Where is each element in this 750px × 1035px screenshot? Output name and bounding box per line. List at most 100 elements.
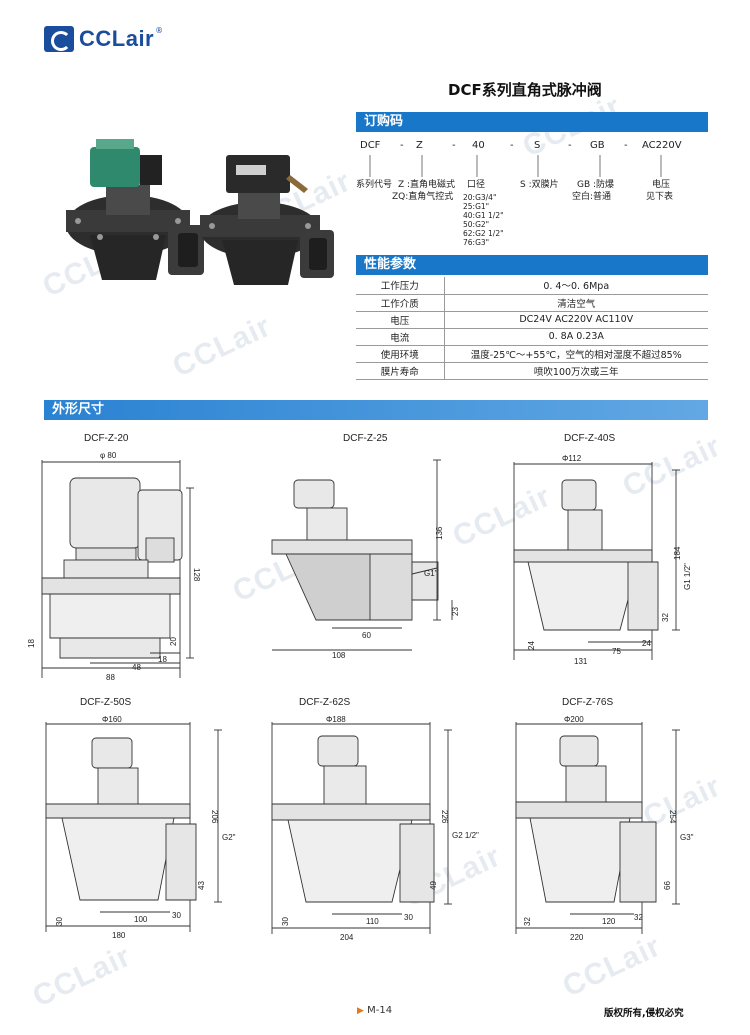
code-series: DCF [360,140,381,151]
dim-b: 32 [523,917,532,926]
brand-logo-icon [44,26,74,52]
drawing-dcf-z-76s: Φ200 254 G3" 66 32 120 32 220 [515,715,694,942]
dim-e: 32 [634,913,643,922]
dim-a: 32 [661,613,670,622]
model-label: DCF-Z-40S [564,433,616,444]
dim-c: 110 [366,917,379,926]
drawing-dcf-z-50s: Φ160 206 G2" 43 30 100 30 180 [45,715,236,940]
param-value: 温度-25℃～+55℃，空气的相对湿度不超过85% [444,345,708,363]
params-header: 性能参数 [356,255,708,275]
dim-f: 180 [112,931,126,940]
product-photos [66,139,334,285]
code-explosion: GB [590,140,605,151]
dim-a: 18 [27,639,36,648]
dim-diameter: Φ112 [562,454,582,463]
param-row: 使用环境温度-25℃～+55℃，空气的相对湿度不超过85% [356,345,708,363]
page-arrow-icon: ▶ [357,1006,364,1016]
code-port: 40 [472,140,485,151]
param-value: 0. 4～0. 6Mpa [444,277,708,295]
port-size-2: 40:G1 1/2" [463,211,504,220]
dim-e: 30 [172,911,181,920]
code-desc-gb2: 空白:普通 [572,192,612,202]
code-desc-voltage1: 电压 [652,180,671,190]
model-label: DCF-Z-25 [343,433,388,444]
dim-height: 184 [673,546,682,560]
dim-c: 24 [642,639,651,648]
code-desc-voltage2: 见下表 [646,192,674,202]
dim-diameter: φ 80 [100,451,117,460]
dim-height: 136 [435,526,444,540]
code-desc-z1: Z :直角电磁式 [398,180,456,190]
code-desc-z2: ZQ:直角气控式 [392,192,454,202]
code-sep: - [452,140,456,151]
page-number: ▶ M-14 [357,1005,392,1016]
dim-b: 20 [169,637,178,646]
dim-f: 131 [574,657,588,666]
dim-f: 88 [106,673,115,682]
model-label: DCF-Z-62S [299,697,351,708]
param-value: 喷吹100万次或三年 [444,362,708,380]
dim-b: 30 [281,917,290,926]
code-sep: - [624,140,628,151]
valve-photo-electromagnetic [66,139,204,280]
order-code-row: DCF - Z - 40 - S - GB - AC220V [356,140,708,152]
model-label: DCF-Z-50S [80,697,132,708]
model-label: DCF-Z-20 [84,433,129,444]
dim-thread: G3" [680,833,694,842]
drawing-dcf-z-20: φ 80 128 18 20 18 48 88 [27,451,201,682]
dim-height: 128 [192,568,201,582]
param-key: 电流 [356,328,445,346]
code-sep: - [510,140,514,151]
dim-f: 220 [570,933,584,942]
dim-a: 43 [197,881,206,890]
order-code-leaders [369,155,662,177]
code-diaphragm: S [534,140,541,151]
dim-thread: G2" [222,833,236,842]
dim-e: 48 [132,663,141,672]
code-desc-series: 系列代号 [356,180,393,190]
param-row: 膜片寿命喷吹100万次或三年 [356,362,708,380]
dim-height: 226 [440,810,449,824]
code-type: Z [416,140,423,151]
dim-c: 100 [134,915,148,924]
param-value: 清洁空气 [444,294,708,312]
dim-c: 120 [602,917,616,926]
dim-thread: G1" [424,569,438,578]
valve-photo-pneumatic [200,155,334,285]
port-size-3: 50:G2" [463,220,490,229]
dim-a: 49 [429,881,438,890]
drawing-dcf-z-62s: Φ188 226 G2 1/2" 49 30 110 30 204 [271,715,479,942]
param-key: 使用环境 [356,345,445,363]
param-value: 0. 8A 0.23A [444,328,708,346]
param-value: DC24V AC220V AC110V [444,311,708,329]
copyright: 版权所有,侵权必究 [604,1008,684,1019]
dimensions-header: 外形尺寸 [44,400,708,420]
param-key: 电压 [356,311,445,329]
page-title: DCF系列直角式脉冲阀 [448,81,602,99]
port-size-1: 25:G1" [463,202,490,211]
dim-c: 18 [158,655,167,664]
dim-thread: G2 1/2" [452,831,479,840]
dim-b: 24 [527,641,536,650]
code-voltage: AC220V [642,140,682,151]
drawing-dcf-z-40s: Φ112 184 G1 1/2" 32 24 24 75 131 [513,454,692,666]
code-desc-gb1: GB :防爆 [577,180,615,190]
param-key: 膜片寿命 [356,362,445,380]
dim-e: 75 [612,647,621,656]
port-size-5: 76:G3" [463,238,490,247]
dim-a: 66 [663,881,672,890]
dim-e: 30 [404,913,413,922]
dim-b: 30 [55,917,64,926]
dim-height: 206 [210,810,219,824]
order-code-header: 订购码 [356,112,708,132]
param-row: 工作介质清洁空气 [356,294,708,312]
dim-a: 23 [451,607,460,616]
page-number-text: M-14 [367,1005,393,1016]
param-key: 工作介质 [356,294,445,312]
code-desc-diaphragm: S :双膜片 [520,180,559,190]
port-size-4: 62:G2 1/2" [463,229,504,238]
